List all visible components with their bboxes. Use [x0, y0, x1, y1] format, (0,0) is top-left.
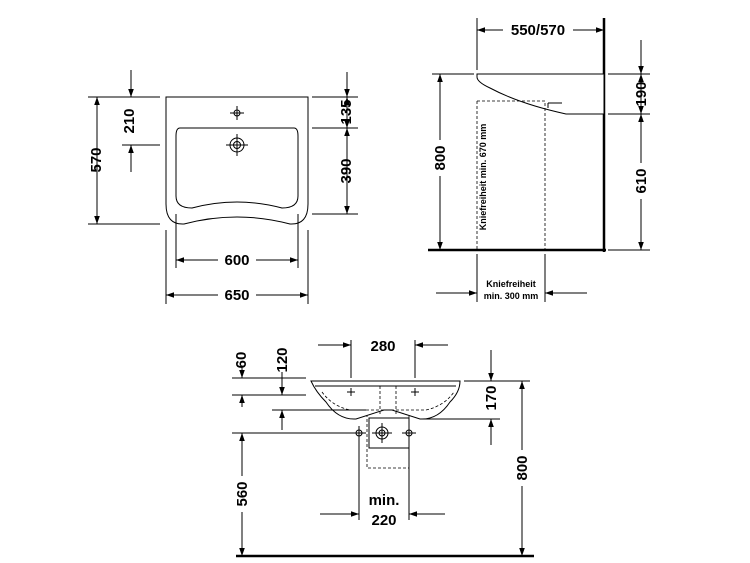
fixing-right: [402, 426, 416, 440]
top-view: 570 210 135 390 600 650: [88, 70, 358, 304]
front-view: 280 60 120 170 800 560 min. 220: [232, 338, 534, 558]
dim-550-570: 550/570: [511, 22, 565, 39]
dim-135: 135: [338, 99, 355, 124]
knee-clearance-zone: [476, 100, 546, 250]
knee-depth-label-line1: Kniefreiheit: [486, 279, 536, 289]
dim-60: 60: [233, 352, 250, 369]
waste-symbol: [226, 134, 248, 156]
dim-220: 220: [371, 512, 396, 529]
knee-depth-label-line2: min. 300 mm: [484, 291, 539, 301]
dim-170: 170: [483, 385, 500, 410]
side-view: Kniefreiheit min. 670 mm 550/570 800 190…: [428, 18, 651, 302]
basin-bowl-top: [175, 127, 299, 209]
dim-280: 280: [370, 338, 395, 355]
dim-610: 610: [633, 168, 650, 193]
fixing-left: [352, 426, 366, 440]
dim-600: 600: [224, 252, 249, 269]
knee-height-label: Kniefreiheit min. 670 mm: [478, 124, 488, 231]
dim-190: 190: [633, 81, 650, 106]
basin-outline-front: [310, 380, 461, 420]
dim-560: 560: [234, 481, 251, 506]
waste-hole-front: [372, 423, 392, 443]
dim-210: 210: [121, 108, 138, 133]
dim-800-front: 800: [514, 455, 531, 480]
dim-570: 570: [88, 147, 105, 172]
basin-profile-side: [476, 73, 605, 115]
tap-hole-symbol: [230, 106, 244, 120]
dim-800-side: 800: [432, 145, 449, 170]
dim-650: 650: [224, 287, 249, 304]
dim-390: 390: [338, 158, 355, 183]
dim-120: 120: [274, 347, 291, 372]
dim-min-label: min.: [369, 492, 400, 509]
